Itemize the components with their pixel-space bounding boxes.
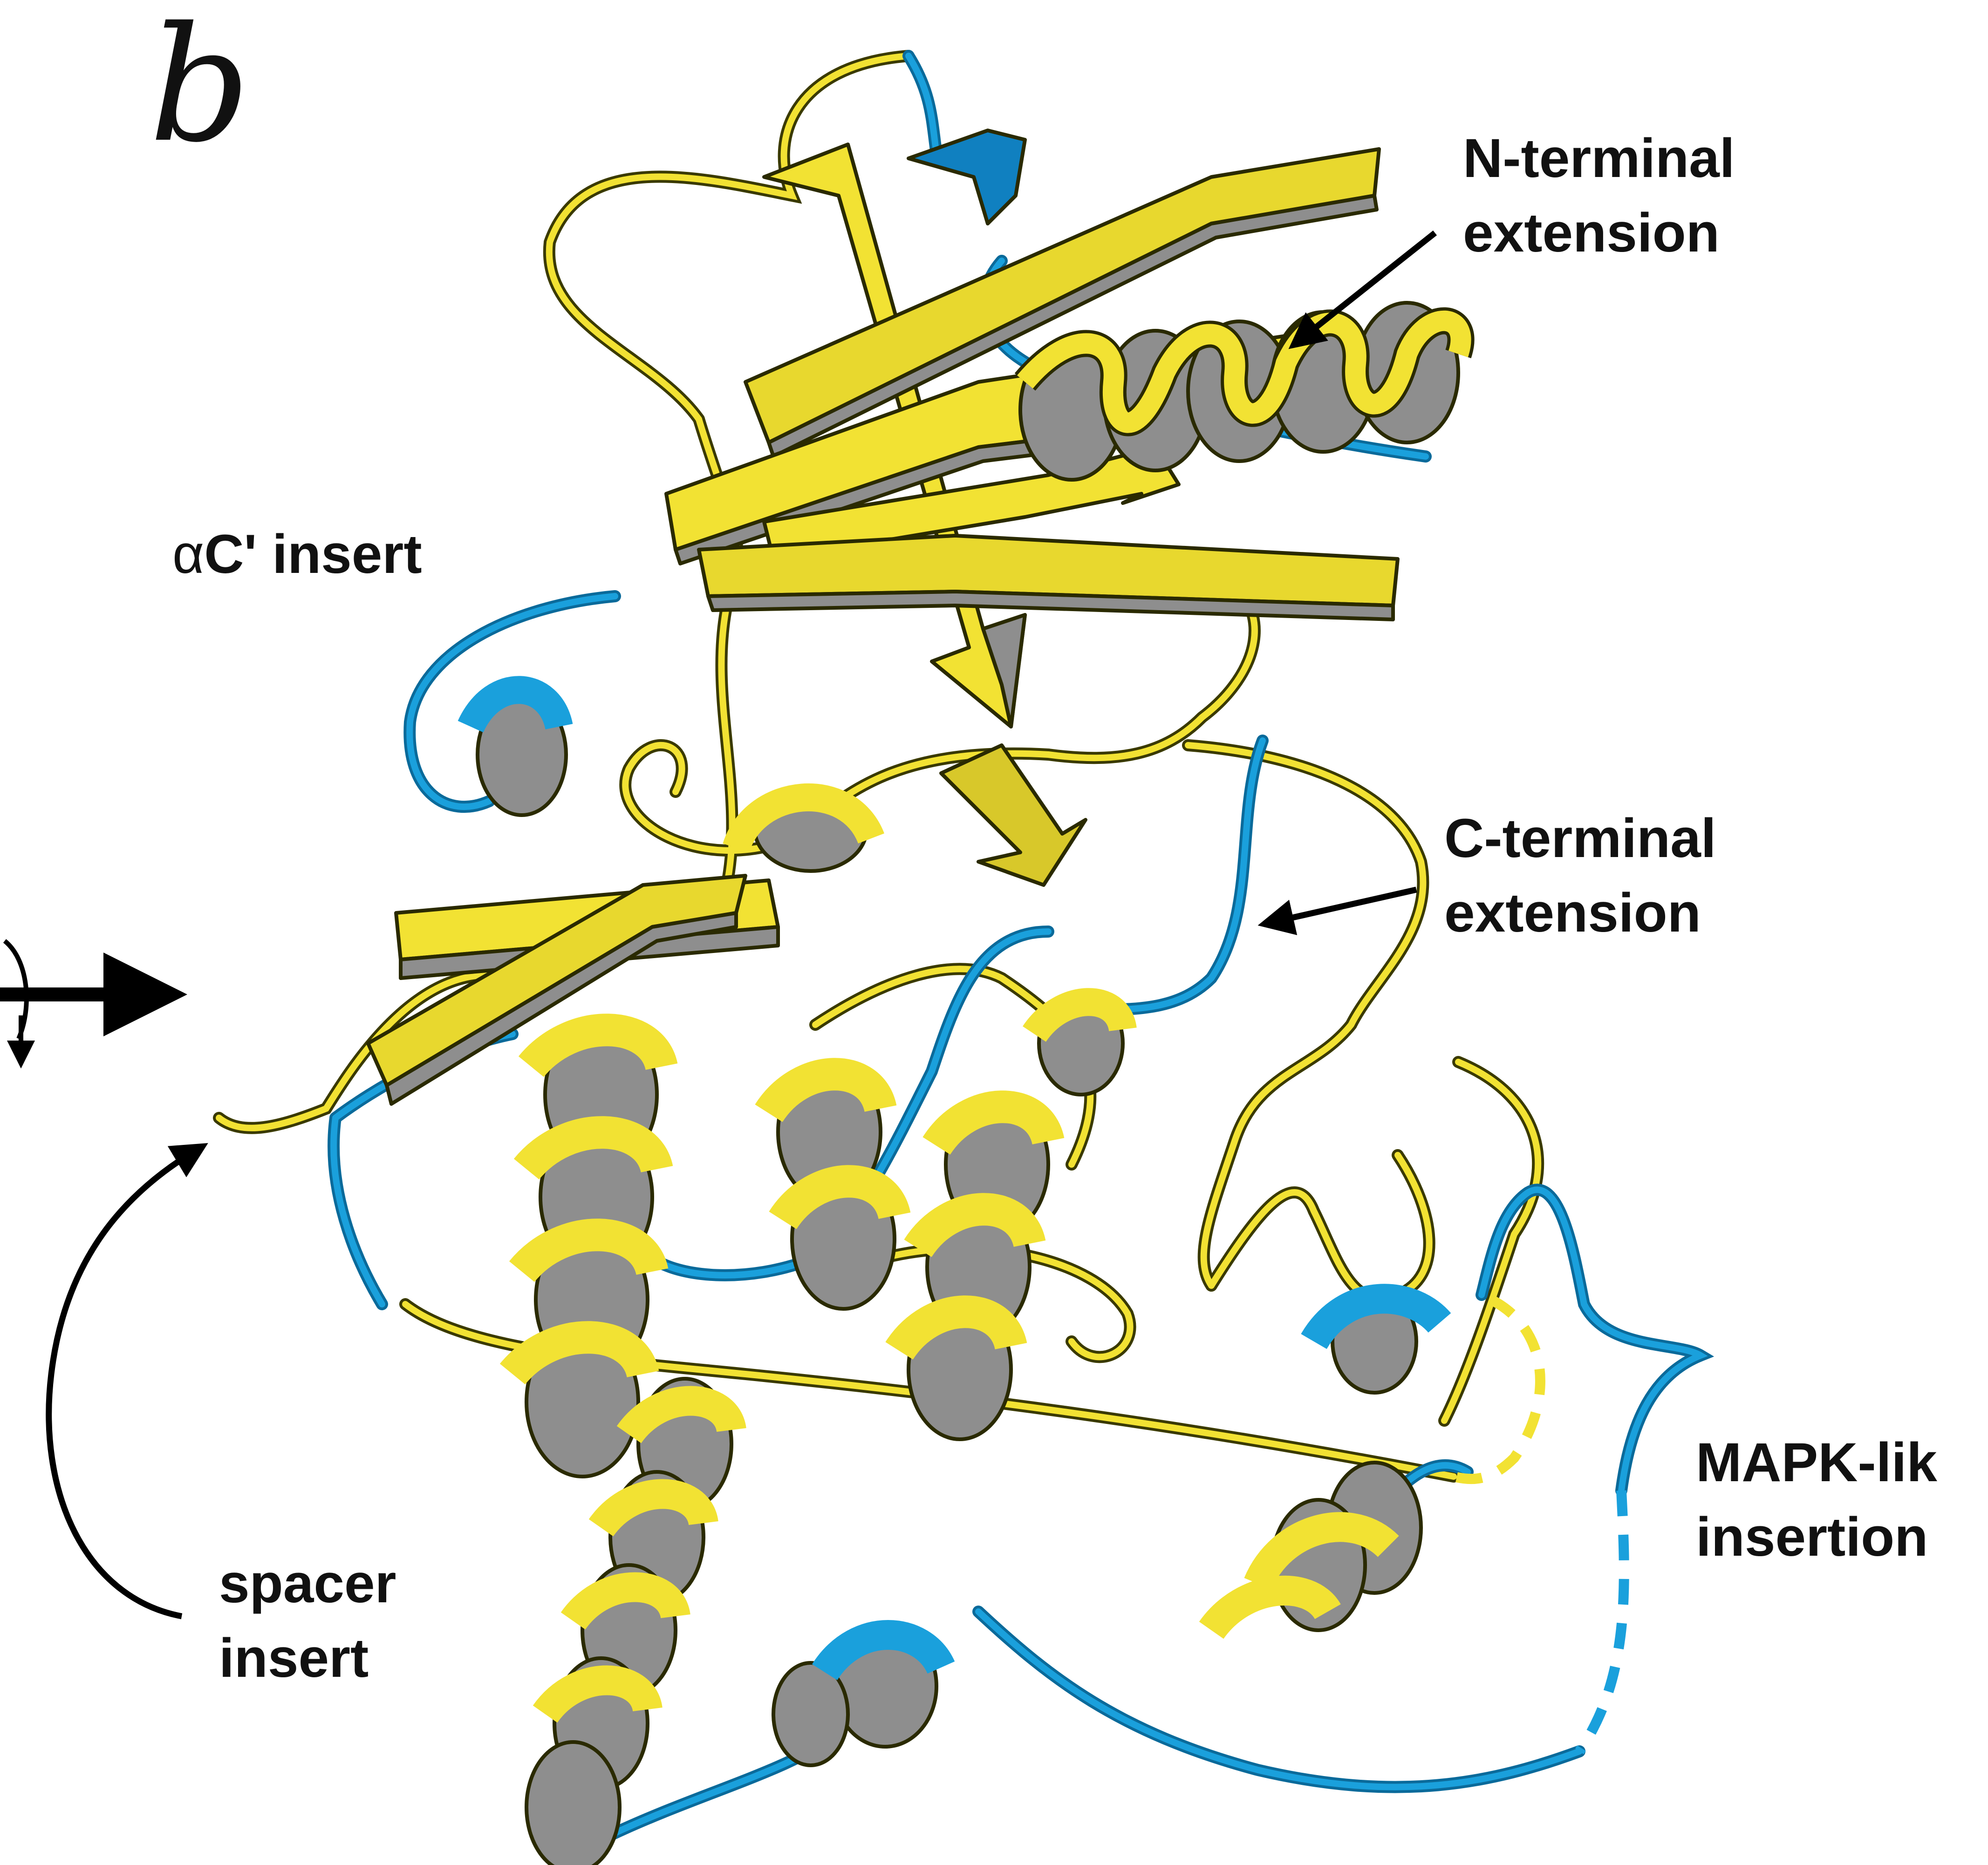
c-terminal-label: C-terminal [1444,808,1716,869]
alpha-helices [458,301,1475,1865]
alpha-c-text: C' insert [204,524,422,585]
n-terminal-arrow [1288,230,1437,349]
alpha-c-insert-label: αC' insert [172,524,422,585]
ribbon-cartoon [213,50,1715,1865]
spacer-label-2: insert [219,1627,369,1689]
structure-labels: N-terminal extension αC' insert C-termin… [172,128,1937,1689]
panel-letter: b [149,0,251,177]
n-terminal-label: N-terminal [1463,128,1735,189]
rotation-icon [0,939,187,1069]
n-terminal-label-2: extension [1463,202,1720,264]
mapk-like-label: MAPK-lik [1696,1432,1937,1493]
beta-strands [664,129,1400,887]
mapk-like-label-2: insertion [1696,1506,1928,1568]
spacer-arrow [46,1143,208,1620]
dashed-blue-segment [1575,1490,1629,1755]
dashed-yellow-segment [1452,1295,1545,1484]
spacer-label: spacer [219,1553,396,1614]
annotation-arrows [0,230,1437,1620]
c-terminal-label-2: extension [1444,882,1701,944]
alpha-symbol: α [172,524,204,585]
c-terminal-arrow [1257,886,1417,935]
